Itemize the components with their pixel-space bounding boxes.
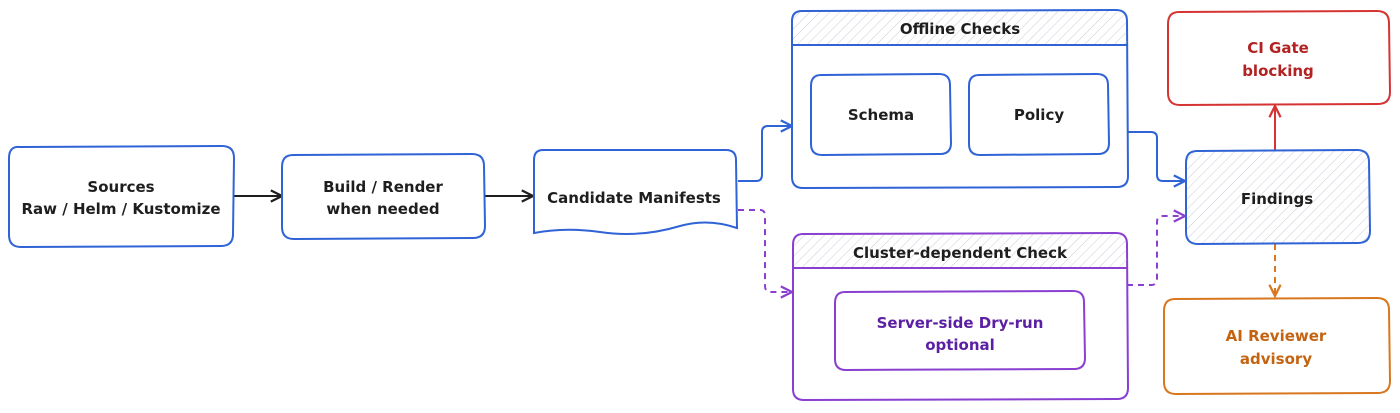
node-sources-box (8, 144, 236, 249)
node-findings-label: Findings (1241, 190, 1313, 208)
node-ci-gate-label-2: blocking (1242, 62, 1314, 80)
node-candidate-manifests-label: Candidate Manifests (547, 189, 721, 207)
connectors (234, 106, 1275, 296)
node-policy-label: Policy (1014, 106, 1064, 124)
group-offline-checks-header (793, 11, 1127, 45)
group-cluster-dependent-check-title: Cluster-dependent Check (853, 244, 1068, 262)
node-build-render-label-2: when needed (326, 200, 439, 218)
node-build-render-label-1: Build / Render (323, 178, 443, 196)
node-ci-gate-box (1167, 9, 1392, 107)
arrow-candidate-to-cluster (738, 209, 792, 292)
arrow-offline-to-findings (1127, 131, 1185, 181)
node-findings-box (1185, 148, 1372, 246)
node-schema-box (810, 72, 953, 157)
node-server-side-dry-run[interactable]: Server-side Dry-run optional (834, 289, 1087, 372)
node-build-render[interactable]: Build / Render when needed (281, 152, 487, 241)
node-ai-reviewer-label-1: AI Reviewer (1226, 327, 1327, 345)
node-ci-gate[interactable]: CI Gate blocking (1167, 9, 1392, 107)
node-policy-box (968, 72, 1111, 157)
node-findings[interactable]: Findings (1185, 148, 1372, 246)
group-cluster-dependent-check-header (794, 234, 1127, 268)
arrow-candidate-to-offline (738, 126, 792, 182)
node-ai-reviewer[interactable]: AI Reviewer advisory (1163, 296, 1392, 396)
node-candidate-manifests[interactable]: Candidate Manifests (533, 149, 739, 235)
node-ci-gate-label-1: CI Gate (1247, 39, 1309, 57)
node-server-side-dry-run-label-1: Server-side Dry-run (877, 314, 1044, 332)
node-sources-label-2: Raw / Helm / Kustomize (22, 200, 221, 218)
node-build-render-box (281, 152, 487, 241)
node-policy[interactable]: Policy (968, 72, 1111, 157)
node-ai-reviewer-box (1163, 296, 1392, 396)
node-candidate-manifests-box (533, 149, 739, 235)
node-ai-reviewer-label-2: advisory (1240, 350, 1312, 368)
node-sources[interactable]: Sources Raw / Helm / Kustomize (8, 144, 236, 249)
node-sources-label-1: Sources (87, 178, 154, 196)
node-server-side-dry-run-box (834, 289, 1087, 372)
node-schema-label: Schema (848, 106, 914, 124)
node-server-side-dry-run-label-2: optional (925, 336, 995, 354)
arrow-cluster-to-findings (1127, 216, 1185, 286)
node-schema[interactable]: Schema (810, 72, 953, 157)
group-offline-checks-title: Offline Checks (900, 20, 1020, 38)
